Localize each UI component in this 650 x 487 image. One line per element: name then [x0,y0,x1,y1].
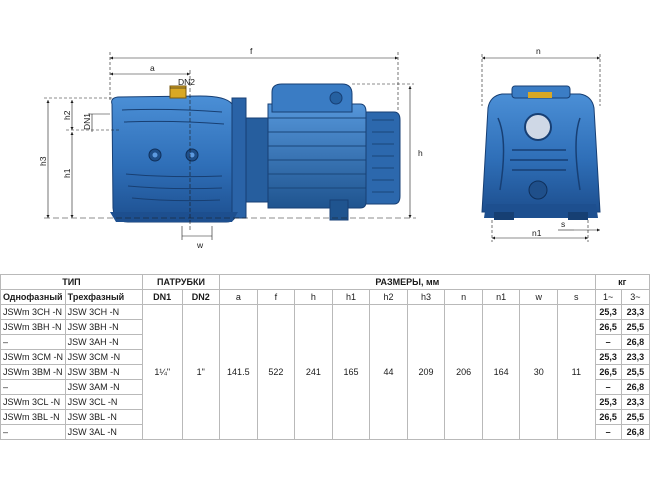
dim-label-h2: h2 [62,110,72,120]
model-single-phase: – [0,334,66,350]
cell-s: 11 [556,304,596,440]
header-dn2: DN2 [181,289,221,305]
cell-n1: 164 [481,304,521,440]
weight-1ph: 25,3 [594,394,622,410]
pump-side-view [110,83,401,223]
weight-3ph: 25,5 [620,409,650,425]
model-three-phase: JSW 3AL -N [64,424,143,440]
model-single-phase: JSWm 3CM -N [0,349,66,365]
cell-f: 522 [256,304,296,440]
cell-h1: 165 [331,304,371,440]
spec-table: ТИП ПАТРУБКИ РАЗМЕРЫ, мм кг Однофазный Т… [0,274,650,440]
header-h1: h1 [331,289,371,305]
dim-label-w: w [196,240,204,250]
header-n: n [444,289,483,305]
model-single-phase: – [0,379,66,395]
header-n1: n1 [481,289,521,305]
model-single-phase: JSWm 3BM -N [0,364,66,380]
weight-1ph: 26,5 [594,409,622,425]
model-three-phase: JSW 3AM -N [64,379,143,395]
header-ports: ПАТРУБКИ [141,274,221,290]
dim-label-n1: n1 [532,228,542,238]
cell-n: 206 [444,304,483,440]
table-row: JSWm 3CH -N JSW 3CH -N 1¼" 1" 141.5 522 … [0,304,650,440]
model-three-phase: JSW 3BL -N [64,409,143,425]
weight-1ph: – [594,424,622,440]
dim-label-dn1: DN1 [82,113,92,130]
header-weight: кг [594,274,650,290]
header-single-phase: Однофазный [0,289,66,305]
dim-label-f: f [250,46,253,56]
header-f: f [256,289,296,305]
weight-3ph: 26,8 [620,424,650,440]
weight-1ph: – [594,379,622,395]
sub-header-row: Однофазный Трехфазный DN1 DN2 a f h h1 h… [0,289,650,305]
dim-label-s: s [561,219,565,229]
header-h: h [294,289,333,305]
table-row: JSWm 3CM -N JSW 3CM -N 25,3 23,3 [0,349,650,365]
cell-h2: 44 [369,304,408,440]
cell-a: 141.5 [219,304,258,440]
header-type: ТИП [0,274,143,290]
model-three-phase: JSW 3AH -N [64,334,143,350]
header-dimensions: РАЗМЕРЫ, мм [219,274,596,290]
weight-3ph: 26,8 [620,334,650,350]
header-a: a [219,289,258,305]
table-row: JSWm 3BM -N JSW 3BM -N 26,5 25,5 [0,364,650,380]
weight-3ph: 23,3 [620,394,650,410]
table-row: JSWm 3CL -N JSW 3CL -N 25,3 23,3 [0,394,650,410]
table-row: – JSW 3AH -N – 26,8 [0,334,650,350]
weight-1ph: – [594,334,622,350]
side-view-dimension-labels: f a DN2 h h3 h1 h2 DN1 w [38,46,423,250]
weight-1ph: 26,5 [594,364,622,380]
dim-label-h: h [418,148,423,158]
header-h2: h2 [369,289,408,305]
header-h3: h3 [406,289,446,305]
header-dn1: DN1 [141,289,183,305]
header-w: w [519,289,558,305]
weight-3ph: 23,3 [620,304,650,320]
weight-3ph: 26,8 [620,379,650,395]
cell-dn2: 1" [181,304,221,440]
model-single-phase: JSWm 3BH -N [0,319,66,335]
header-s: s [556,289,596,305]
header-weight-1ph: 1~ [594,289,622,305]
front-view-dimensions [481,54,601,242]
model-single-phase: JSWm 3BL -N [0,409,66,425]
dim-label-h3: h3 [38,156,48,166]
cell-w: 30 [519,304,558,440]
side-view-dimensions [44,52,416,240]
header-three-phase: Трехфазный [64,289,143,305]
dim-label-h1: h1 [62,168,72,178]
front-view-dimension-labels: n n1 s [532,46,565,238]
weight-3ph: 25,5 [620,364,650,380]
header-weight-3ph: 3~ [620,289,650,305]
dim-label-a: a [150,63,155,73]
model-three-phase: JSW 3BH -N [64,319,143,335]
table-row: – JSW 3AM -N – 26,8 [0,379,650,395]
weight-1ph: 25,3 [594,349,622,365]
model-single-phase: JSWm 3CH -N [0,304,66,320]
weight-3ph: 23,3 [620,349,650,365]
dim-label-dn2: DN2 [178,77,195,87]
cell-h: 241 [294,304,333,440]
model-three-phase: JSW 3CH -N [64,304,143,320]
pump-front-view [481,85,601,220]
model-single-phase: – [0,424,66,440]
dim-label-n: n [536,46,541,56]
cell-dn1: 1¼" [141,304,183,440]
weight-1ph: 25,3 [594,304,622,320]
weight-3ph: 25,5 [620,319,650,335]
weight-1ph: 26,5 [594,319,622,335]
group-header-row: ТИП ПАТРУБКИ РАЗМЕРЫ, мм кг [0,274,650,290]
pump-dimension-drawing: f a DN2 h h3 h1 h2 DN1 w n n1 s [38,46,601,250]
model-three-phase: JSW 3BM -N [64,364,143,380]
model-three-phase: JSW 3CL -N [64,394,143,410]
model-single-phase: JSWm 3CL -N [0,394,66,410]
table-row: – JSW 3AL -N – 26,8 [0,424,650,440]
table-row: JSWm 3BL -N JSW 3BL -N 26,5 25,5 [0,409,650,425]
model-three-phase: JSW 3CM -N [64,349,143,365]
cell-h3: 209 [406,304,446,440]
